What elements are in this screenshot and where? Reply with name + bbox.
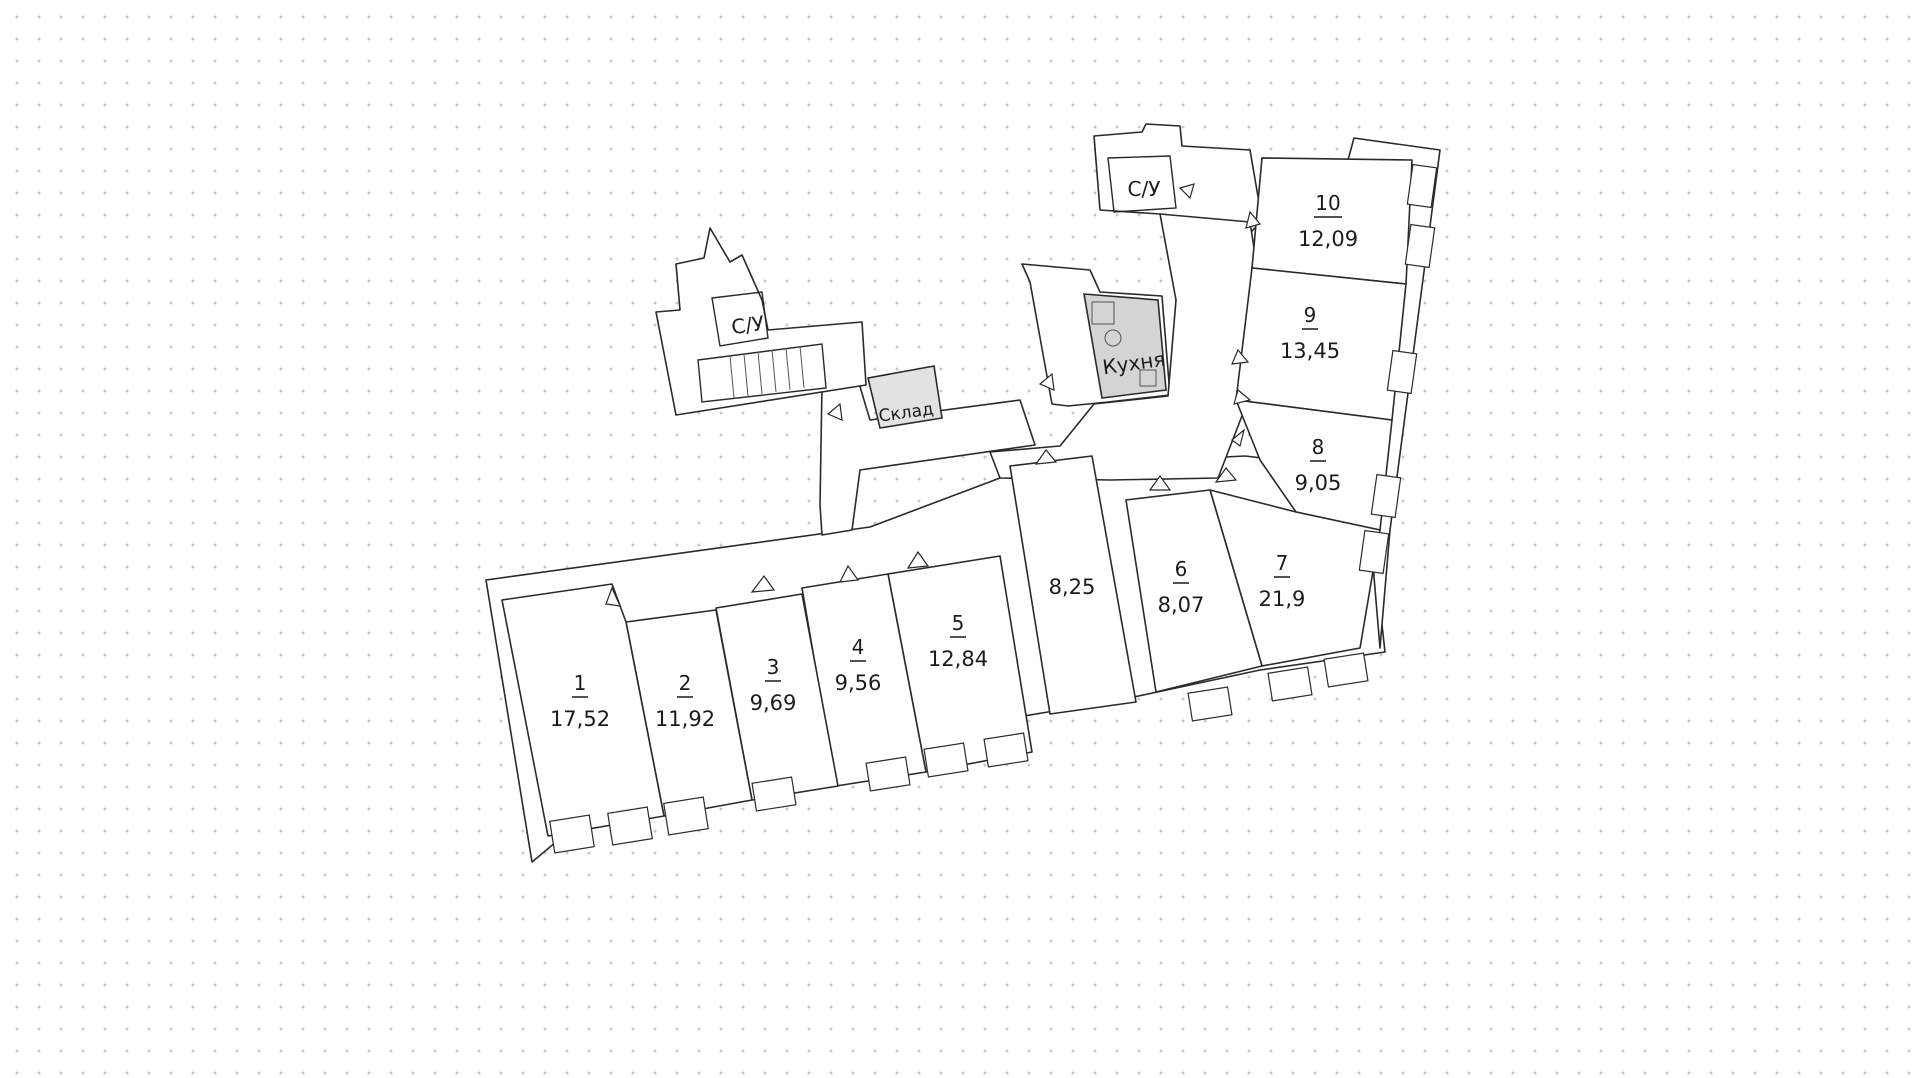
room-7-number: 7 <box>1276 551 1289 575</box>
room-1-area: 17,52 <box>550 707 610 731</box>
room-6-number: 6 <box>1175 557 1188 581</box>
room-6[interactable] <box>1125 489 1263 693</box>
room-5-label: 5 12,84 <box>928 611 988 671</box>
room-3-label: 3 9,69 <box>750 655 797 715</box>
room-8-number: 8 <box>1312 435 1325 459</box>
room-4-area: 9,56 <box>835 671 882 695</box>
room-unnamed-area: 8,25 <box>1049 575 1096 599</box>
room-9-number: 9 <box>1304 303 1317 327</box>
room-5-area: 12,84 <box>928 647 988 671</box>
room-unnamed-label: 8,25 <box>1049 575 1096 599</box>
room-7-area: 21,9 <box>1259 587 1306 611</box>
room-unnamed[interactable] <box>1009 455 1137 715</box>
room-10-number: 10 <box>1315 191 1340 215</box>
room-1-label: 1 17,52 <box>550 671 610 731</box>
room-2-area: 11,92 <box>655 707 715 731</box>
room-9-label: 9 13,45 <box>1280 303 1340 363</box>
room-1-number: 1 <box>574 671 587 695</box>
windows-right <box>1358 163 1438 575</box>
room-4-label: 4 9,56 <box>835 635 882 695</box>
room-10[interactable] <box>1251 157 1413 285</box>
room-7-label: 7 21,9 <box>1259 551 1306 611</box>
staircase <box>697 343 827 403</box>
doors <box>605 183 1262 607</box>
room-10-area: 12,09 <box>1298 227 1358 251</box>
room-3-area: 9,69 <box>750 691 797 715</box>
room-1[interactable] <box>501 583 665 837</box>
room-8-area: 9,05 <box>1295 471 1342 495</box>
room-10-label: 10 12,09 <box>1298 191 1358 251</box>
room-8-label: 8 9,05 <box>1295 435 1342 495</box>
kitchen-fixtures <box>1091 301 1157 387</box>
room-2-label: 2 11,92 <box>655 671 715 731</box>
storage-room[interactable] <box>867 365 943 429</box>
corridor-wing <box>819 379 1036 536</box>
room-3-number: 3 <box>767 655 780 679</box>
left-annex <box>655 227 867 416</box>
windows-bottom <box>549 652 1369 854</box>
room-6-area: 8,07 <box>1158 593 1205 617</box>
room-9-area: 13,45 <box>1280 339 1340 363</box>
bathroom-top-label: С/У <box>1128 177 1161 201</box>
room-2-number: 2 <box>679 671 692 695</box>
bathroom-top-outline <box>1107 155 1177 213</box>
bathroom-left-label: С/У <box>730 311 766 339</box>
bathroom-left-outline <box>711 291 769 347</box>
kitchen-room[interactable] <box>1083 293 1167 399</box>
room-6-label: 6 8,07 <box>1158 557 1205 617</box>
room-5-number: 5 <box>952 611 965 635</box>
room-4-number: 4 <box>852 635 865 659</box>
